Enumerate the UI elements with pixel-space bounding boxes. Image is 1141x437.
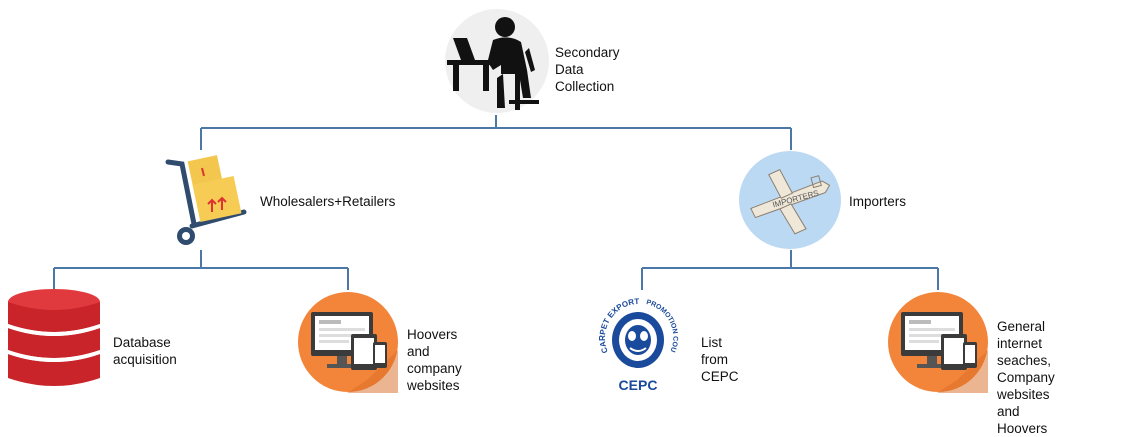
- general-internet-label-line: General internet: [997, 319, 1046, 351]
- general-internet-label: General internet seaches, Company websit…: [997, 318, 1055, 437]
- hand-truck-boxes-icon: [165, 155, 247, 245]
- database-icon: [8, 289, 100, 386]
- cepc-bottom-text: CEPC: [619, 377, 658, 393]
- general-internet-label-line: seaches, Company: [997, 353, 1055, 385]
- wholesalers-label: Wholesalers+Retailers: [260, 194, 396, 209]
- database-label: Database acquisition: [113, 334, 177, 368]
- root-label-line: Secondary Data: [555, 45, 620, 77]
- person-at-laptop-icon: [445, 9, 549, 113]
- hoovers-label-line: Hoovers and company: [407, 327, 462, 376]
- devices-monitor-icon: [298, 292, 398, 393]
- root-label: Secondary Data Collection: [555, 44, 620, 95]
- database-label-line: Database acquisition: [113, 335, 177, 367]
- connector-lines: [53, 115, 939, 290]
- importers-airplane-icon: IMPORTERS: [739, 151, 841, 249]
- cepc-logo-icon: CARPET EXPORT PROMOTION COUNCIL CEPC: [586, 290, 678, 393]
- cepc-label-line: List from CEPC: [701, 335, 739, 384]
- hoovers-label: Hoovers and company websites: [407, 326, 462, 394]
- cepc-label: List from CEPC: [701, 334, 739, 385]
- root-label-line: Collection: [555, 79, 615, 94]
- general-internet-label-line: websites and Hoovers: [997, 387, 1050, 436]
- devices-monitor-icon: [888, 292, 988, 393]
- importers-label: Importers: [849, 194, 907, 209]
- hoovers-label-line: websites: [407, 378, 460, 393]
